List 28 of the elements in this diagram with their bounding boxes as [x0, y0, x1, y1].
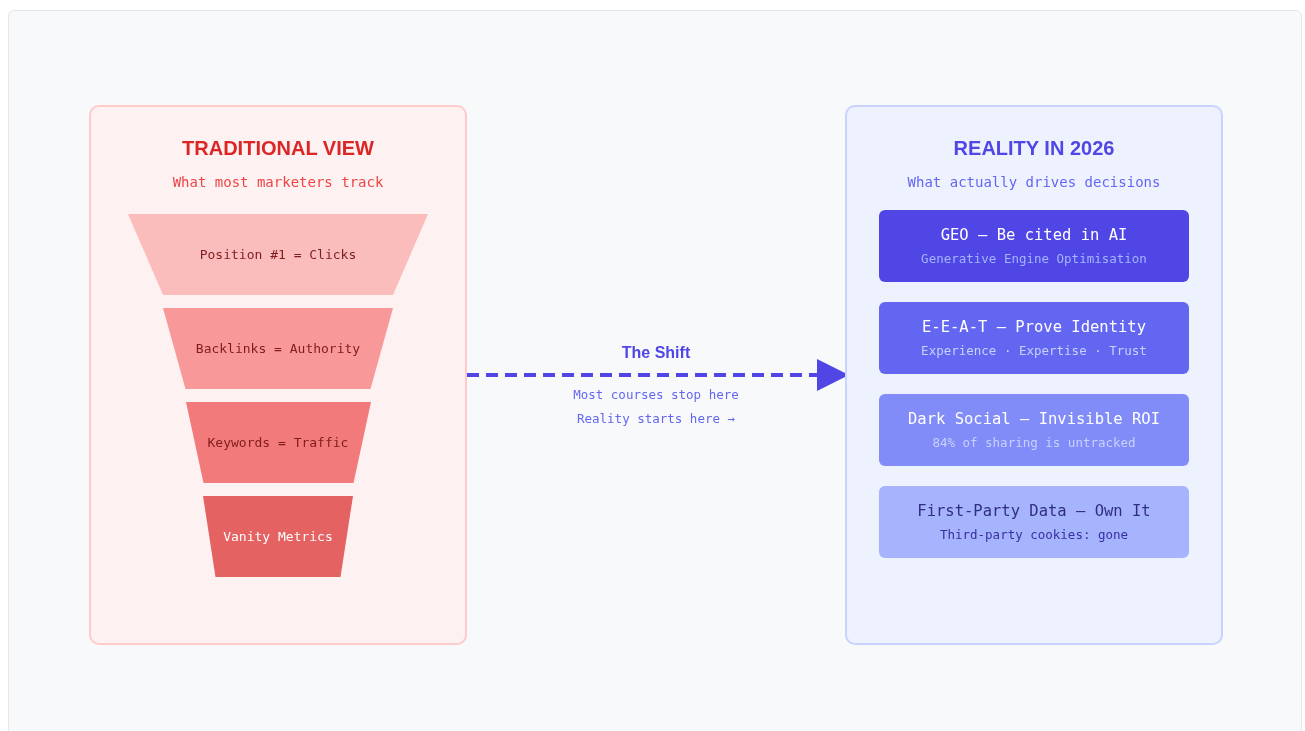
tier-label: Vanity Metrics [223, 529, 333, 544]
panel-title: REALITY IN 2026 [953, 137, 1115, 160]
tier-label: Backlinks = Authority [195, 341, 361, 356]
panel-card [845, 105, 1223, 645]
card-title: GEO — Be cited in AI [940, 226, 1128, 244]
card-subtitle: Experience · Expertise · Trust [921, 343, 1147, 358]
card-title: E-E-A-T — Prove Identity [922, 318, 1146, 336]
annotation-text: Reality starts here → [577, 411, 735, 426]
card-subtitle: Third-party cookies: gone [939, 527, 1129, 542]
funnel-tier [128, 214, 428, 295]
insight-card [879, 486, 1189, 558]
card-title: Dark Social — Invisible ROI [908, 410, 1160, 428]
insight-card [879, 394, 1189, 466]
card-title: First-Party Data — Own It [917, 502, 1151, 520]
panel-card [89, 105, 467, 645]
insight-card [879, 210, 1189, 282]
tier-label: Keywords = Traffic [207, 435, 349, 450]
card-subtitle: Generative Engine Optimisation [921, 251, 1147, 266]
funnel-tier [203, 496, 353, 577]
panel-title: TRADITIONAL VIEW [182, 137, 374, 160]
panel-subtitle: What most marketers track [172, 174, 384, 190]
panel-subtitle: What actually drives decisions [907, 174, 1161, 190]
insight-card [879, 302, 1189, 374]
card-subtitle: 84% of sharing is untracked [932, 435, 1136, 450]
annotation-text: Most courses stop here [573, 387, 739, 402]
tier-label: Position #1 = Clicks [199, 247, 357, 262]
funnel-tier [163, 308, 393, 389]
funnel-tier [185, 402, 371, 483]
